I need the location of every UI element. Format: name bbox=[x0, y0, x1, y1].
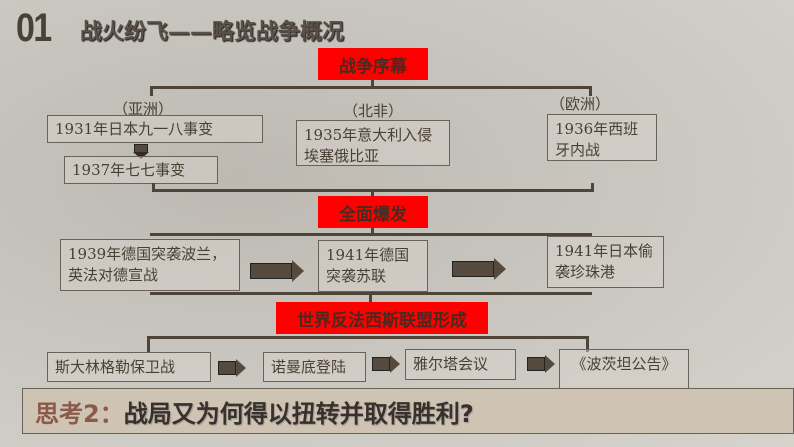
connector bbox=[589, 86, 592, 96]
event-box: 1935年意大利入侵埃塞俄比亚 bbox=[296, 120, 450, 166]
connector bbox=[591, 183, 594, 192]
connector bbox=[152, 183, 155, 192]
event-box: 雅尔塔会议 bbox=[405, 349, 516, 380]
event-box: 1937年七七事变 bbox=[64, 156, 218, 184]
page-title: 战火纷飞——略览战争概况 bbox=[80, 20, 345, 45]
region-asia: （亚洲） bbox=[113, 100, 174, 118]
right-arrow-icon bbox=[452, 257, 506, 281]
stage-prelude: 战争序幕 bbox=[318, 48, 428, 80]
event-box: 1936年西班牙内战 bbox=[547, 114, 657, 161]
event-box: 诺曼底登陆 bbox=[263, 352, 366, 382]
connector bbox=[371, 80, 374, 88]
event-box: 1931年日本九一八事变 bbox=[47, 115, 263, 143]
event-box: 1939年德国突袭波兰，英法对德宣战 bbox=[60, 239, 240, 291]
event-box: 斯大林格勒保卫战 bbox=[47, 352, 211, 382]
right-arrow-icon bbox=[527, 354, 555, 374]
connector bbox=[150, 86, 153, 96]
bracket-line bbox=[147, 336, 589, 339]
right-arrow-icon bbox=[218, 358, 246, 378]
connector bbox=[147, 336, 150, 352]
question-text: 战局又为何得以扭转并取得胜利? bbox=[123, 399, 474, 428]
connector bbox=[371, 228, 374, 235]
stage-alliance: 世界反法西斯联盟形成 bbox=[276, 302, 488, 334]
connector bbox=[369, 292, 372, 302]
section-number: 01 bbox=[16, 6, 52, 50]
region-north-africa: （北非） bbox=[343, 102, 404, 120]
event-box: 1941年日本偷袭珍珠港 bbox=[547, 236, 664, 288]
bracket-line bbox=[150, 86, 592, 89]
right-arrow-icon bbox=[372, 354, 400, 374]
region-europe: （欧洲） bbox=[550, 95, 611, 113]
event-box: 1941年德国突袭苏联 bbox=[318, 240, 428, 292]
bracket-line bbox=[150, 233, 592, 236]
connector bbox=[586, 336, 589, 352]
right-arrow-icon bbox=[250, 259, 304, 283]
question-banner: 思考2： 战局又为何得以扭转并取得胜利? bbox=[22, 388, 794, 434]
question-prefix: 思考2： bbox=[35, 399, 124, 428]
down-arrow-head-icon bbox=[133, 152, 149, 159]
connector bbox=[371, 189, 374, 197]
stage-outbreak: 全面爆发 bbox=[318, 196, 428, 228]
